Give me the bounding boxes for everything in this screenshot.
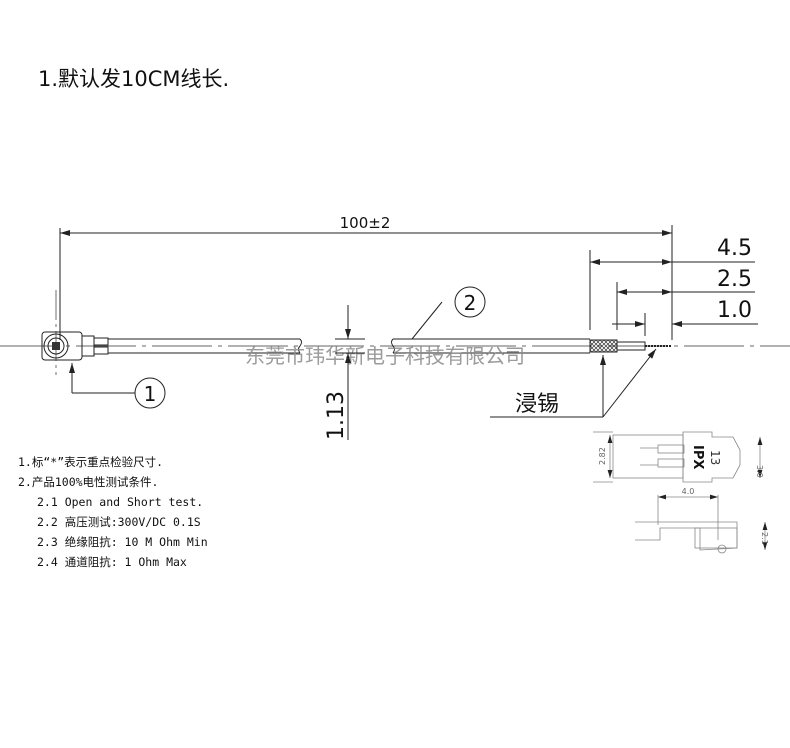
ipex-connector <box>41 331 109 361</box>
braid-shield <box>589 339 618 353</box>
model-label: 13 <box>708 450 722 465</box>
balloon-1-label: 1 <box>144 382 157 406</box>
balloon-1 <box>134 377 166 409</box>
dim-thickness-label: 2.1 <box>760 532 769 545</box>
coax-cable <box>108 338 672 354</box>
watermark: 东莞市玮华新电子科技有限公司 <box>245 344 525 368</box>
dim-4-5-label: 4.5 <box>717 236 752 261</box>
dim-2-5-label: 2.5 <box>717 267 752 292</box>
tin-dip-leader-2 <box>602 348 657 418</box>
note-1: 1.标“*”表示重点检验尺寸. <box>18 455 163 469</box>
dim-length-label: 4.0 <box>682 487 695 496</box>
page-title: 1.默认发10CM线长. <box>38 67 229 91</box>
note-2-1: 2.1 Open and Short test. <box>37 495 203 509</box>
dim-1-0-label: 1.0 <box>717 298 752 323</box>
note-2-2: 2.2 高压测试:300V/DC 0.1S <box>37 515 201 529</box>
connector-side-view: 4.0 2.1 <box>635 487 769 554</box>
note-2-3: 2.3 绝缘阻抗: 10 M Ohm Min <box>37 535 208 549</box>
balloon-2 <box>454 286 486 318</box>
dim-1-13-label: 1.13 <box>324 391 349 440</box>
balloon-2-leader <box>411 301 443 340</box>
connector-top-view: 2.82 3.0 IPX 13 <box>593 431 764 483</box>
overall-length-label: 100±2 <box>340 214 391 232</box>
note-2-4: 2.4 通道阻抗: 1 Ohm Max <box>37 555 187 569</box>
balloon-2-label: 2 <box>464 291 477 315</box>
tin-dip-label: 浸锡 <box>515 392 559 417</box>
note-2: 2.产品100%电性测试条件. <box>18 475 158 489</box>
notes: 1.标“*”表示重点检验尺寸. 2.产品100%电性测试条件. 2.1 Open… <box>18 455 208 569</box>
dim-width-label: 2.82 <box>598 447 607 465</box>
brand-label: IPX <box>690 445 705 469</box>
dim-height-label: 3.0 <box>755 465 764 478</box>
